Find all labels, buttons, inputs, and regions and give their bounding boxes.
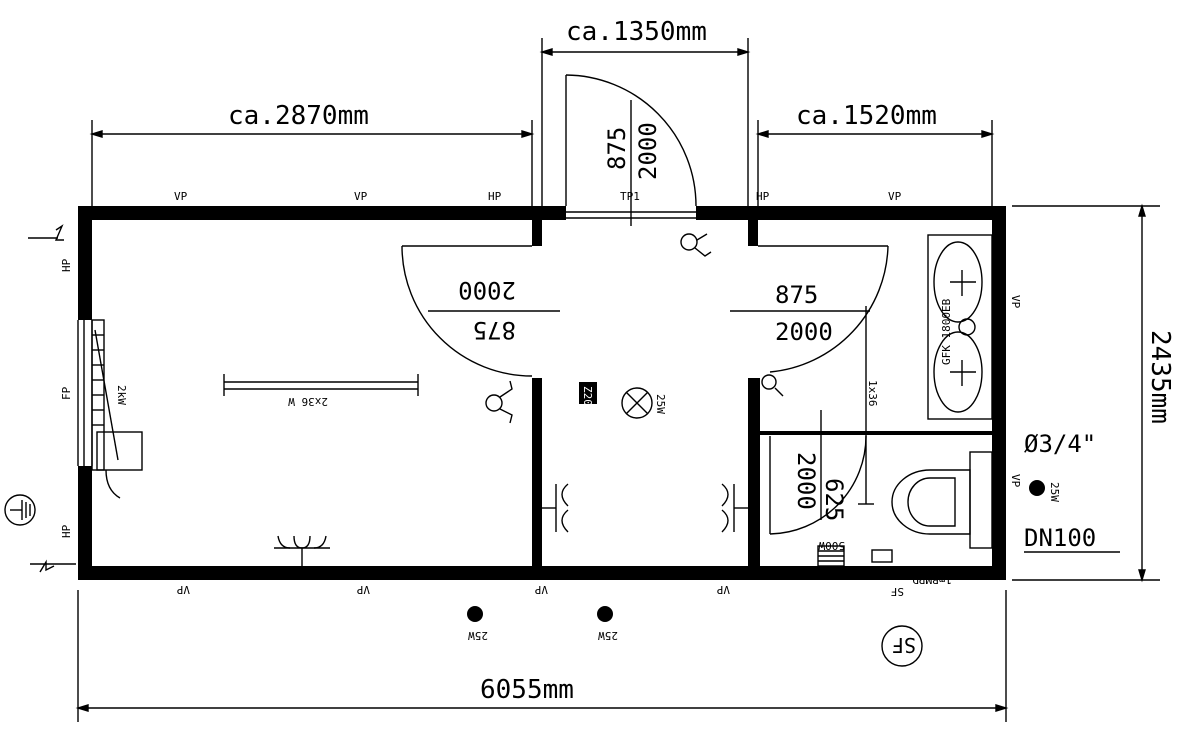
- outside-light-label-right: 25W: [1048, 482, 1061, 502]
- wash-switch-icon: [761, 374, 784, 397]
- sf-symbol: [881, 625, 923, 667]
- entrance-door-width: 875: [603, 127, 631, 170]
- vp-label: VP: [174, 190, 188, 203]
- heater-icon: [91, 319, 143, 499]
- hp-label: HP: [756, 190, 770, 203]
- dim-right-width: ca.1520mm: [796, 101, 937, 131]
- hp-label-left-top: HP: [60, 258, 73, 272]
- washroom-door[interactable]: [730, 245, 889, 373]
- sf-symbol-label: SF: [892, 633, 916, 657]
- vent-label: 1mBMPD: [912, 573, 952, 586]
- dim-left-width: ca.2870mm: [228, 101, 369, 131]
- wash-basin-icon: [927, 234, 993, 420]
- outside-light-icon: [467, 480, 1045, 622]
- room-door-height: 2000: [458, 276, 516, 304]
- ground-icon: [4, 494, 36, 526]
- vp-label: VP: [176, 583, 190, 596]
- vp-label: VP: [716, 583, 730, 596]
- fp-label: FP: [60, 386, 73, 400]
- ceiling-light-icon: [621, 387, 653, 419]
- fuse-box-icon: [579, 382, 597, 404]
- entrance-door-label: TP1: [620, 190, 640, 203]
- toilet-icon: [891, 451, 993, 549]
- outside-light-label-2: 25W: [598, 629, 618, 642]
- hp-label-left-bottom: HP: [60, 524, 73, 538]
- wc-door[interactable]: [769, 410, 867, 535]
- vent-icon: [843, 567, 953, 579]
- walls: [78, 206, 1006, 580]
- vp-label: VP: [356, 583, 370, 596]
- vp-label: VP: [534, 583, 548, 596]
- vp-label: VP: [888, 190, 902, 203]
- entrance-door-height: 2000: [634, 122, 662, 180]
- power-feed-icon: [28, 224, 76, 573]
- fuse-box-label: Z20: [581, 386, 594, 406]
- wash-light-icon: [858, 306, 874, 505]
- sf-label: SF: [891, 585, 904, 598]
- boiler-icon: [817, 545, 893, 567]
- window-fp: [77, 320, 93, 466]
- vp-label: VP: [354, 190, 368, 203]
- room-light-label: 2x36 W: [288, 395, 328, 408]
- socket-icon: [274, 483, 748, 566]
- outside-light-label-1: 25W: [468, 629, 488, 642]
- boiler-label: 500W: [818, 539, 845, 552]
- fluorescent-light-icon: [223, 374, 419, 396]
- room-door[interactable]: [401, 245, 560, 377]
- hall-light-label: 25W: [654, 394, 667, 414]
- vp-label: VP: [1009, 474, 1022, 488]
- wall-labels: VP VP HP HP VP VP VP VP VP VP VP: [174, 190, 1022, 596]
- water-pipe-label: Ø3/4": [1024, 430, 1096, 458]
- shower-tray-label: GFK 1800EB: [940, 298, 953, 365]
- dimension-lines: [75, 38, 1160, 722]
- hp-label: HP: [488, 190, 502, 203]
- drain-label: DN100: [1024, 524, 1096, 552]
- washroom-door-height: 2000: [775, 318, 833, 346]
- entrance-door[interactable]: [565, 74, 697, 226]
- heater-label: 2kW: [115, 385, 128, 405]
- wash-light-label: 1x36: [866, 380, 879, 407]
- vp-label: VP: [1009, 295, 1022, 309]
- switch-icon: [485, 233, 712, 424]
- room-door-width: 875: [473, 316, 516, 344]
- washroom-door-width: 875: [775, 281, 818, 309]
- wc-door-width: 625: [820, 478, 848, 521]
- dim-entrance-width: ca.1350mm: [566, 17, 707, 47]
- wc-door-height: 2000: [792, 452, 820, 510]
- dim-total-length: 6055mm: [480, 675, 574, 705]
- dim-total-depth: 2435mm: [1145, 330, 1175, 424]
